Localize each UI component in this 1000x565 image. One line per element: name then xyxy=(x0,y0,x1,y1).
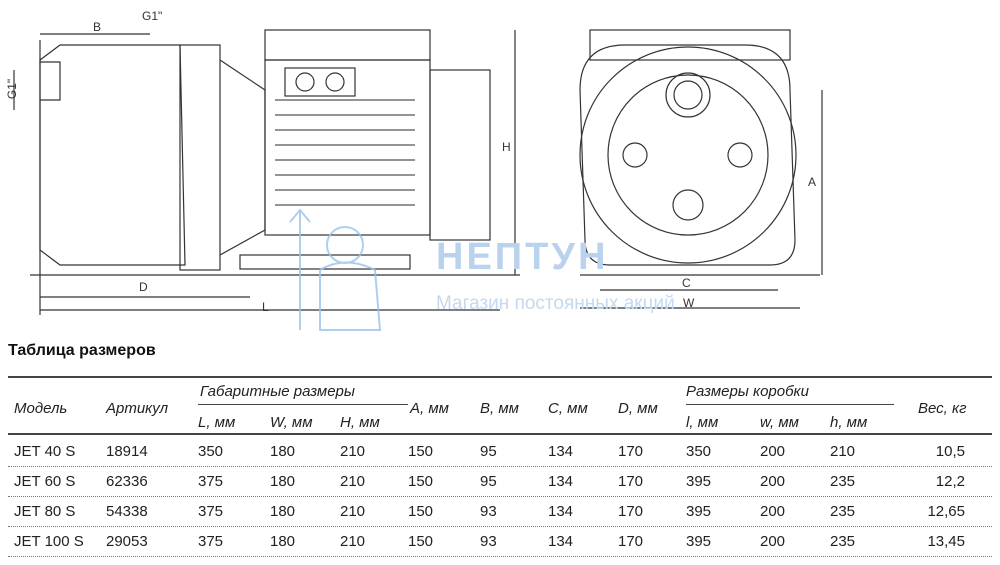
header-box-group: Размеры коробки xyxy=(686,383,809,400)
table-cell: 235 xyxy=(830,503,856,520)
table-cell: 350 xyxy=(198,443,224,460)
table-cell: JET 60 S xyxy=(14,473,76,490)
watermark-brand: НЕПТУН xyxy=(436,236,609,278)
table-cell: 210 xyxy=(340,533,366,550)
table-cell: 375 xyxy=(198,503,224,520)
table-cell: 210 xyxy=(340,503,366,520)
header-B: B, мм xyxy=(480,400,519,417)
table-cell: 12,65 xyxy=(927,503,965,520)
dim-a-label: A xyxy=(808,175,817,189)
table-cell: 210 xyxy=(340,473,366,490)
table-cell: 134 xyxy=(548,503,574,520)
header-C: C, мм xyxy=(548,400,588,417)
table-cell: 18914 xyxy=(106,443,148,460)
header-l: l, мм xyxy=(686,414,719,431)
table-cell: JET 40 S xyxy=(14,443,76,460)
table-cell: 10,5 xyxy=(935,443,965,460)
table-cell: 180 xyxy=(270,533,296,550)
table-cell: 375 xyxy=(198,533,224,550)
header-h: h, мм xyxy=(830,414,868,431)
table-cell: 210 xyxy=(340,443,366,460)
header-A: A, мм xyxy=(410,400,449,417)
table-cell: 93 xyxy=(480,503,497,520)
front-view xyxy=(579,29,823,309)
table-cell: 200 xyxy=(760,443,786,460)
table-cell: 62336 xyxy=(106,473,148,490)
header-L: L, мм xyxy=(198,414,236,431)
header-W: W, мм xyxy=(270,414,313,431)
header-w: w, мм xyxy=(760,414,799,431)
table-cell: 200 xyxy=(760,503,786,520)
table-cell: 210 xyxy=(830,443,856,460)
table-cell: 170 xyxy=(618,503,644,520)
table-cell: 170 xyxy=(618,533,644,550)
dim-d-label: D xyxy=(139,280,148,294)
table-cell: 180 xyxy=(270,503,296,520)
table-cell: 150 xyxy=(408,473,434,490)
header-overall-group: Габаритные размеры xyxy=(200,383,355,400)
table-cell: 150 xyxy=(408,443,434,460)
header-article: Артикул xyxy=(106,400,169,417)
table-cell: JET 80 S xyxy=(14,503,76,520)
dim-c-label: C xyxy=(682,276,691,290)
box-group-rule xyxy=(686,404,894,405)
dim-b-label: B xyxy=(93,20,102,34)
dim-g1-top-label: G1" xyxy=(142,9,163,23)
table-cell: 395 xyxy=(686,473,712,490)
table-header-rule xyxy=(8,433,992,435)
overall-group-rule xyxy=(198,404,408,405)
row-divider xyxy=(8,496,992,497)
row-divider xyxy=(8,556,992,557)
table-cell: 29053 xyxy=(106,533,148,550)
table-cell: 395 xyxy=(686,503,712,520)
table-cell: 12,2 xyxy=(935,473,965,490)
watermark-slogan: Магазин постоянных акций xyxy=(436,293,675,314)
side-view xyxy=(13,29,520,315)
row-divider xyxy=(8,526,992,527)
table-cell: 170 xyxy=(618,443,644,460)
header-D: D, мм xyxy=(618,400,658,417)
dim-w-label: W xyxy=(683,296,695,310)
table-cell: 93 xyxy=(480,533,497,550)
table-cell: 235 xyxy=(830,473,856,490)
header-weight: Вес, кг xyxy=(918,400,967,417)
table-cell: 134 xyxy=(548,533,574,550)
table-cell: 54338 xyxy=(106,503,148,520)
table-cell: 180 xyxy=(270,443,296,460)
table-top-rule xyxy=(8,376,992,378)
table-cell: 180 xyxy=(270,473,296,490)
header-model: Модель xyxy=(14,400,68,417)
neptune-logo xyxy=(289,208,382,331)
table-cell: JET 100 S xyxy=(14,533,84,550)
table-cell: 134 xyxy=(548,473,574,490)
row-divider xyxy=(8,466,992,467)
table-cell: 395 xyxy=(686,533,712,550)
table-cell: 170 xyxy=(618,473,644,490)
table-cell: 150 xyxy=(408,533,434,550)
dim-h-label: H xyxy=(502,140,511,154)
dim-g1-side-label: G1" xyxy=(5,78,20,100)
table-cell: 200 xyxy=(760,473,786,490)
table-cell: 375 xyxy=(198,473,224,490)
table-cell: 350 xyxy=(686,443,712,460)
table-cell: 235 xyxy=(830,533,856,550)
table-cell: 150 xyxy=(408,503,434,520)
table-cell: 95 xyxy=(480,473,497,490)
table-cell: 200 xyxy=(760,533,786,550)
table-title: Таблица размеров xyxy=(8,342,156,359)
pump-drawing xyxy=(13,29,823,331)
table-cell: 95 xyxy=(480,443,497,460)
header-H: H, мм xyxy=(340,414,380,431)
table-cell: 13,45 xyxy=(927,533,965,550)
table-cell: 134 xyxy=(548,443,574,460)
dim-l-label: L xyxy=(262,300,269,314)
